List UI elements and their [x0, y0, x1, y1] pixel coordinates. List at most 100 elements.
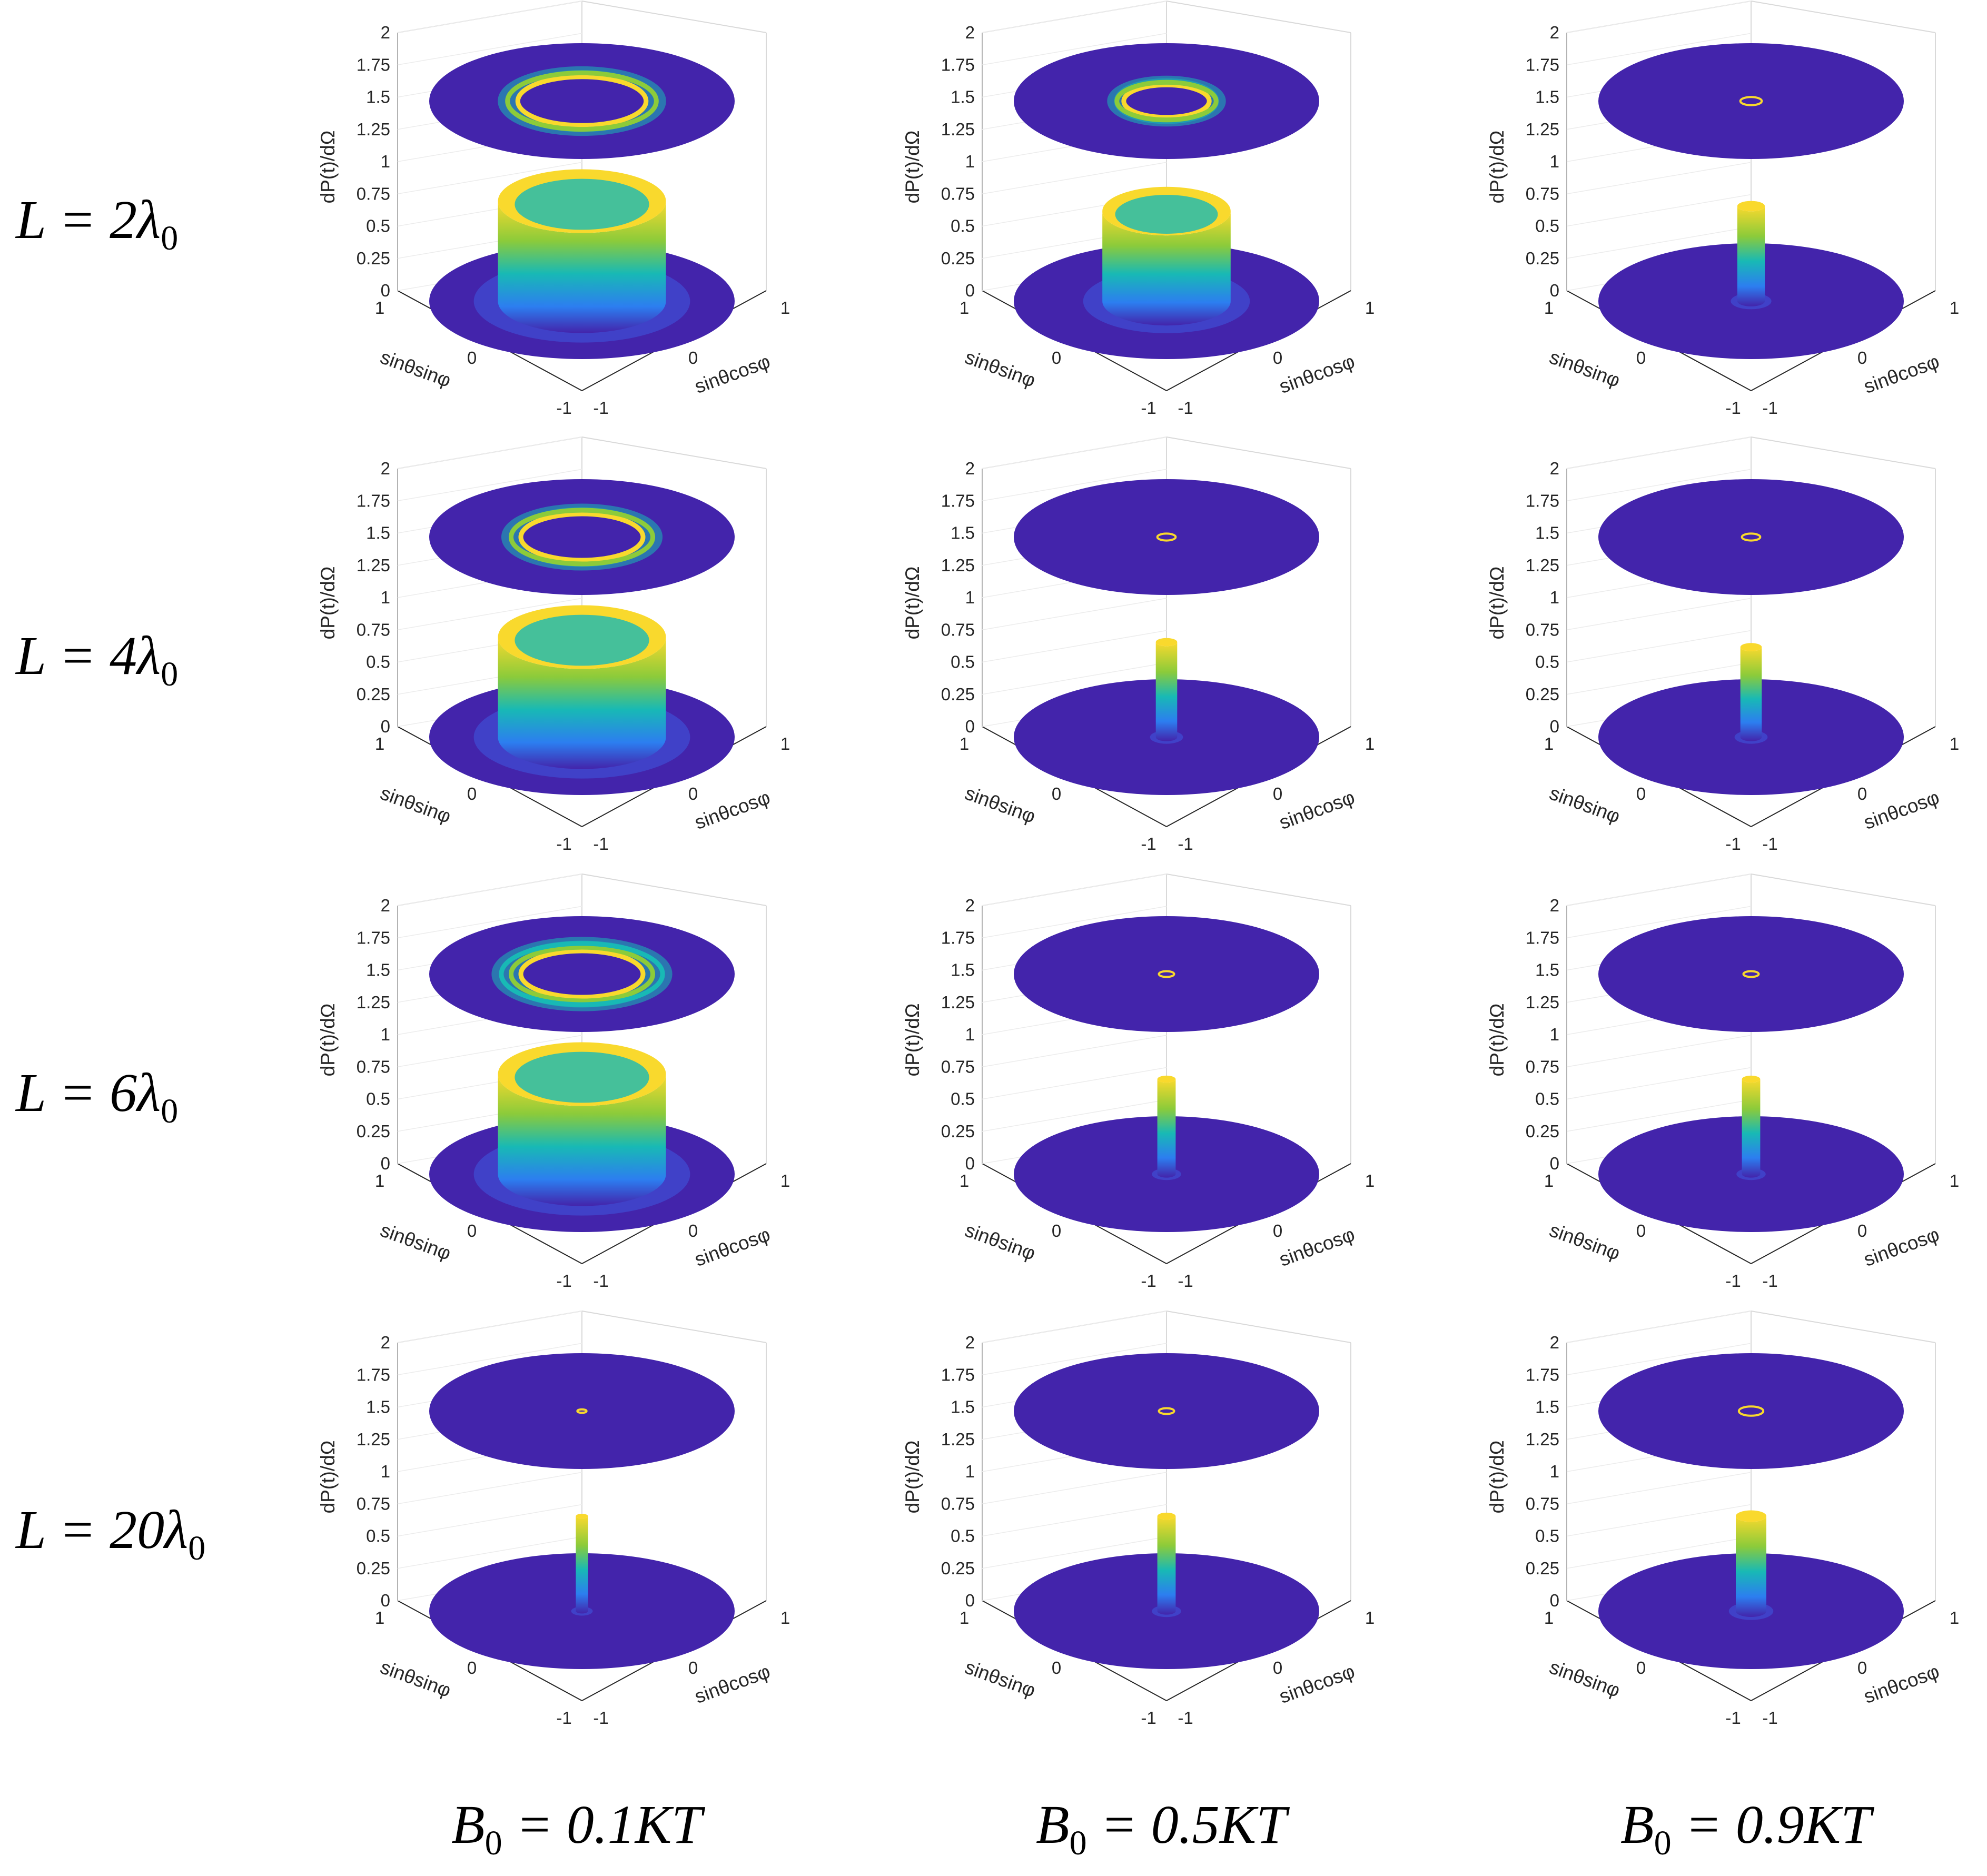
z-gridline — [1566, 194, 1752, 227]
z-tick-label: 0 — [1550, 1591, 1559, 1610]
z-tick-label: 1.5 — [951, 87, 975, 107]
z-tick-label: 1 — [965, 152, 975, 171]
projection-ring — [1114, 80, 1219, 123]
z-gridline — [1566, 874, 1752, 906]
z-axis-label: dP(t)/dΩ — [317, 131, 339, 204]
x-axis-label: sinθcosφ — [1861, 1660, 1942, 1708]
axis-edge-top-right — [1166, 1, 1351, 33]
projection-ring — [1158, 970, 1175, 978]
z-tick-label: 1.75 — [357, 491, 390, 510]
panel-2-0: 00.250.50.7511.251.51.752dP(t)/dΩ10-1sin… — [317, 874, 790, 1291]
z-tick-label: 2 — [381, 896, 390, 915]
y-tick-label: -1 — [1725, 1708, 1741, 1728]
y-axis-label: sinθsinφ — [1547, 1656, 1623, 1701]
column-label-main: B — [1036, 1794, 1070, 1855]
column-label-rest: = 0.9KT — [1672, 1794, 1875, 1855]
z-tick-label: 2 — [381, 459, 390, 478]
y-tick-label: 0 — [1636, 784, 1646, 803]
z-tick-label: 1.25 — [1526, 120, 1559, 139]
x-axis-label: sinθcosφ — [1861, 1223, 1942, 1270]
surface-peak-top — [1157, 1512, 1176, 1520]
surface-peak-wall — [1102, 211, 1231, 326]
z-tick-label: 0.5 — [951, 652, 975, 672]
z-tick-label: 1.5 — [1535, 1397, 1559, 1417]
surface-peak-top — [1740, 643, 1762, 651]
z-gridline — [982, 906, 1167, 938]
z-tick-label: 1.25 — [357, 555, 390, 575]
z-tick-label: 0 — [1550, 281, 1559, 300]
z-gridline — [397, 1343, 582, 1375]
z-gridline — [982, 1504, 1167, 1537]
row-label-sub: 0 — [188, 1529, 205, 1567]
x-tick-label: -1 — [593, 834, 608, 853]
z-gridline — [1566, 1536, 1752, 1569]
x-tick-label: 0 — [688, 784, 698, 803]
z-gridline — [1566, 226, 1752, 259]
z-tick-label: 0.5 — [951, 216, 975, 236]
column-label-rest: = 0.5KT — [1087, 1794, 1290, 1855]
z-gridline — [1566, 33, 1752, 65]
x-tick-label: 0 — [1857, 348, 1867, 368]
x-tick-label: 0 — [1273, 784, 1282, 803]
z-axis-label: dP(t)/dΩ — [902, 1004, 923, 1077]
panel-3-1: 00.250.50.7511.251.51.752dP(t)/dΩ10-1sin… — [902, 1311, 1375, 1728]
z-tick-label: 1 — [1550, 588, 1559, 607]
z-gridline — [1566, 1343, 1752, 1375]
surface-peak-inner — [515, 178, 649, 230]
z-tick-label: 1.5 — [366, 1397, 390, 1417]
z-tick-label: 0 — [965, 281, 975, 300]
z-tick-label: 0.75 — [357, 1057, 390, 1076]
z-tick-label: 1 — [381, 152, 390, 171]
row-label-main: L = 20λ — [15, 1500, 188, 1560]
z-tick-label: 0.5 — [366, 216, 390, 236]
surface-peak-wall — [1737, 206, 1765, 306]
z-tick-label: 0 — [1550, 717, 1559, 736]
z-tick-label: 0 — [965, 1591, 975, 1610]
z-tick-label: 1 — [381, 1462, 390, 1481]
z-gridline — [1566, 436, 1752, 469]
x-tick-label: 0 — [1857, 1658, 1867, 1678]
axis-edge-top-right — [1751, 874, 1936, 906]
y-tick-label: -1 — [1141, 1708, 1156, 1728]
panel-1-2: 00.250.50.7511.251.51.752dP(t)/dΩ10-1sin… — [1486, 436, 1959, 853]
z-tick-label: 1 — [381, 588, 390, 607]
z-gridline — [397, 162, 582, 194]
z-tick-label: 2 — [965, 1333, 975, 1352]
surface-peak-inner — [1115, 195, 1218, 234]
y-tick-label: 0 — [1636, 1221, 1646, 1240]
row-label-main: L = 6λ — [15, 1063, 161, 1123]
z-gridline — [982, 1067, 1167, 1100]
z-tick-label: 0.75 — [357, 184, 390, 203]
z-tick-label: 0 — [381, 717, 390, 736]
row-label: L = 2λ0 — [15, 190, 178, 257]
z-tick-label: 1.25 — [941, 992, 975, 1012]
y-tick-label: 1 — [375, 734, 384, 753]
y-axis-label: sinθsinφ — [1547, 1219, 1623, 1264]
row-label: L = 20λ0 — [15, 1500, 205, 1567]
z-gridline — [1566, 662, 1752, 695]
x-tick-label: 0 — [1273, 348, 1282, 368]
y-tick-label: 1 — [960, 734, 969, 753]
x-axis-label: sinθcosφ — [691, 1223, 773, 1270]
x-axis-label: sinθcosφ — [1276, 350, 1357, 398]
z-tick-label: 1.5 — [951, 960, 975, 980]
y-tick-label: 1 — [960, 1608, 969, 1627]
x-tick-label: 1 — [1365, 1608, 1375, 1627]
z-tick-label: 1 — [965, 588, 975, 607]
projection-ring — [1739, 96, 1763, 106]
z-tick-label: 1.75 — [941, 928, 975, 947]
projection-disk — [1014, 916, 1319, 1032]
x-tick-label: -1 — [1762, 1708, 1777, 1728]
z-gridline — [1566, 906, 1752, 938]
x-axis-label: sinθcosφ — [691, 786, 773, 833]
projection-disk — [429, 1353, 735, 1469]
z-axis-label: dP(t)/dΩ — [1486, 1441, 1508, 1514]
projection-ring — [505, 70, 659, 132]
column-label: B0 = 0.1KT — [451, 1794, 705, 1862]
z-gridline — [1566, 1, 1752, 33]
x-tick-label: 1 — [780, 1608, 790, 1627]
z-tick-label: 0.5 — [951, 1526, 975, 1546]
z-tick-label: 0 — [965, 1154, 975, 1173]
z-gridline — [982, 1311, 1167, 1343]
